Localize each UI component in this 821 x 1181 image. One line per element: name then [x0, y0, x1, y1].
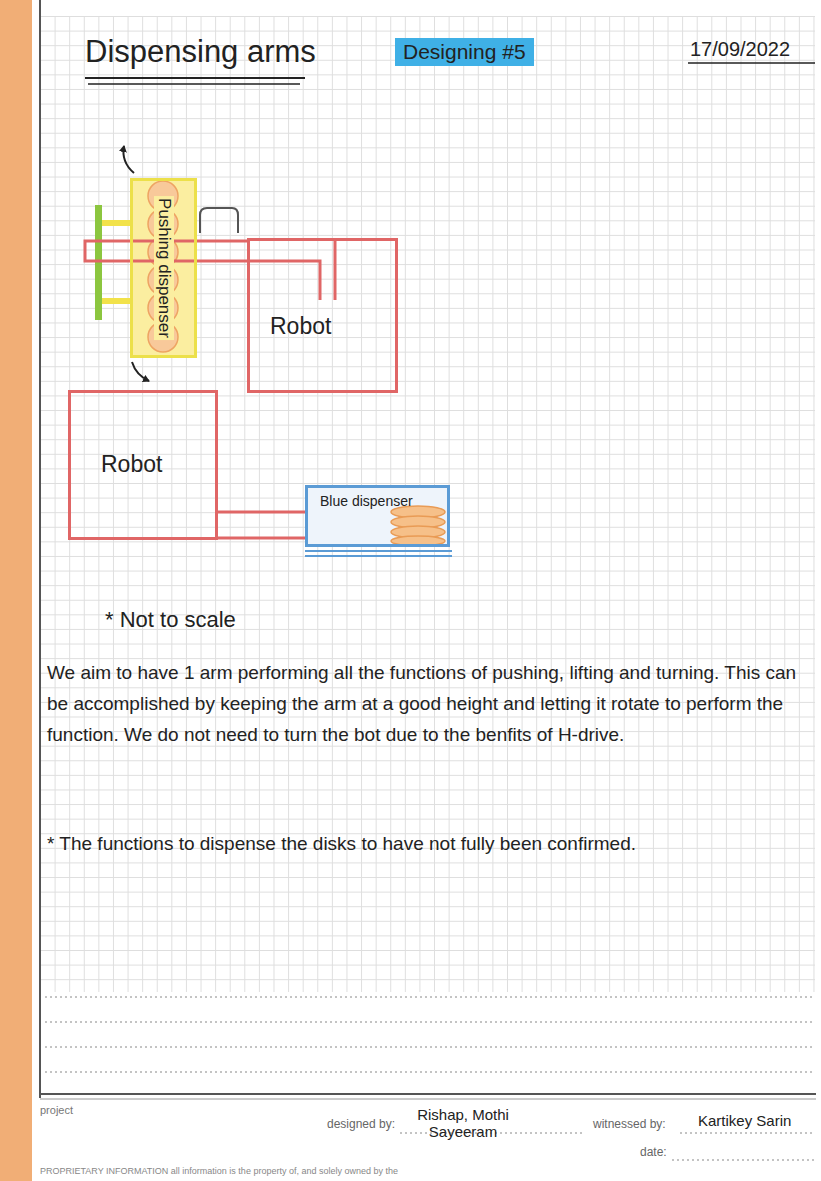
- note: * Not to scale: [105, 607, 236, 633]
- signature: Rishap, Mothi Sayeeram: [404, 1106, 522, 1140]
- disk-stack: [391, 506, 445, 546]
- disk-stack: [148, 181, 178, 352]
- drawing-part: [680, 1133, 815, 1134]
- drawing-part: [45, 997, 815, 998]
- arm-connector: [197, 241, 247, 261]
- date-underline: [688, 62, 815, 64]
- pusher-link: [102, 220, 130, 226]
- dispenser-base: [305, 550, 452, 552]
- paragraph: We aim to have 1 arm performing all the …: [47, 657, 807, 750]
- title-underline: [88, 83, 300, 85]
- dispenser-box: Pushing dispenser: [130, 178, 197, 358]
- signature: Kartikey Sarin: [698, 1112, 791, 1129]
- field-label: witnessed by:: [593, 1117, 666, 1131]
- node-label: Pushing dispenser: [154, 196, 174, 340]
- field-label: designed by:: [327, 1117, 395, 1131]
- title-underline: [85, 77, 305, 79]
- drawing-part: [45, 1072, 815, 1073]
- page-frame: [39, 0, 41, 1098]
- arm-connector: [218, 512, 305, 538]
- robot-box: Robot: [247, 238, 398, 393]
- node-label: Robot: [270, 313, 331, 340]
- dotted-lines: [45, 997, 815, 1160]
- drawing-part: [45, 1022, 815, 1023]
- page-frame: [40, 1099, 816, 1100]
- dispenser-base: [305, 555, 452, 557]
- dispenser-fill: [130, 178, 197, 358]
- rotation-arrow: [123, 146, 134, 173]
- rotation-arrow: [132, 362, 149, 381]
- dispenser-fill: [305, 485, 450, 547]
- drawing-part: [672, 1160, 815, 1161]
- handle: [200, 208, 238, 233]
- footer-note: PROPRIETARY INFORMATION all information …: [40, 1166, 398, 1176]
- date: 17/09/2022: [690, 38, 790, 61]
- arm-bar: [247, 241, 335, 300]
- drawing-part: [45, 1047, 815, 1048]
- heading-tag: Designing #5: [395, 38, 534, 66]
- page-title: Dispensing arms: [85, 34, 316, 70]
- dispenser-box: Blue dispenser: [305, 485, 450, 547]
- note: * The functions to dispense the disks to…: [47, 828, 807, 859]
- pusher-link: [102, 298, 130, 304]
- robot-box: Robot: [68, 390, 218, 540]
- node-label: Robot: [101, 451, 162, 478]
- arm-bar: [85, 241, 197, 261]
- node-label: Blue dispenser: [320, 493, 413, 509]
- field-label: project: [40, 1104, 73, 1116]
- page-frame: [40, 1093, 816, 1095]
- field-label: date:: [640, 1145, 667, 1159]
